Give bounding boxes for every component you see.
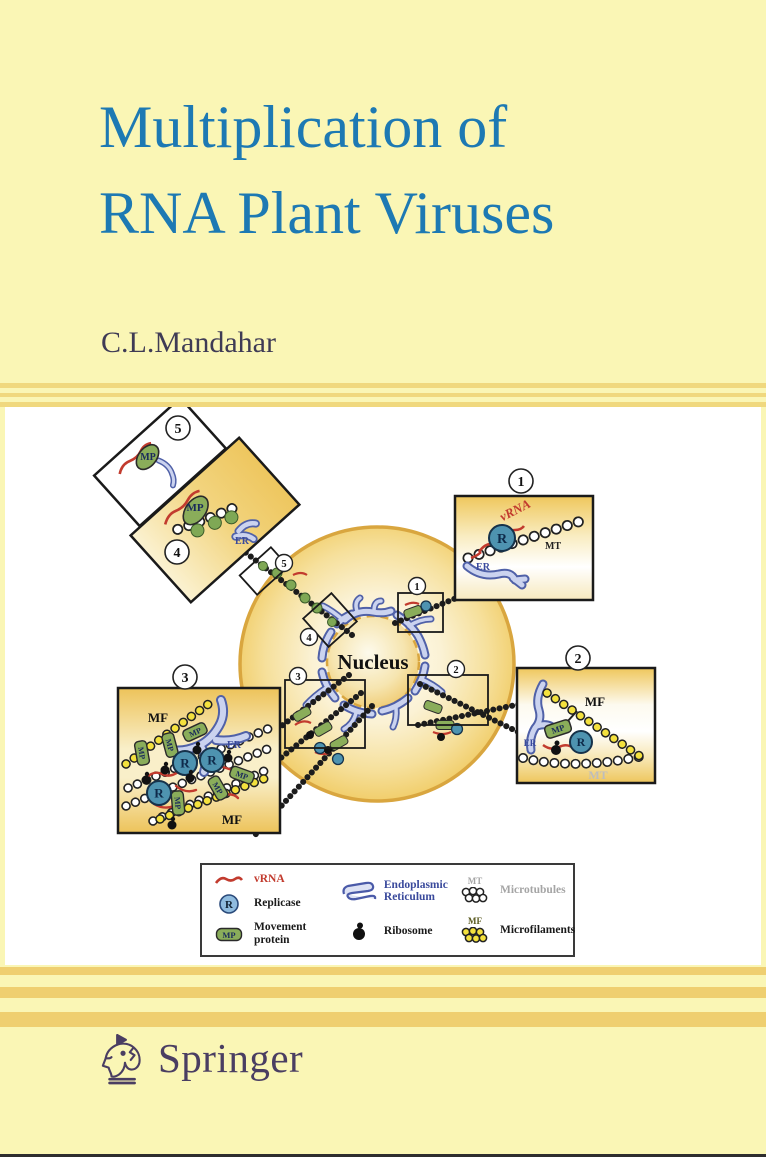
svg-text:5: 5 [175, 422, 182, 437]
svg-text:R: R [225, 899, 234, 911]
mf-abbr: MF [468, 916, 482, 926]
detail-panel-1: R vRNA ER MT [453, 494, 595, 602]
publisher-name: Springer [158, 1035, 304, 1081]
legend-row-movement-protein: MP Movement protein [204, 921, 332, 946]
mt-label: MT [545, 541, 561, 552]
svg-text:R: R [180, 756, 190, 771]
bottom-edge-rule [0, 1154, 766, 1157]
title-line-2: RNA Plant Viruses [99, 180, 555, 246]
svg-text:2: 2 [453, 665, 458, 676]
legend-replicase-label: Replicase [254, 897, 301, 910]
er-label: ER [476, 562, 491, 573]
legend-er-label: Endoplasmic Reticulum [383, 878, 448, 904]
legend-ribosome-label: Ribosome [383, 924, 433, 937]
mp-label: MP [186, 502, 203, 514]
svg-text:MP: MP [164, 738, 176, 752]
svg-text:1: 1 [414, 582, 419, 593]
svg-text:MP: MP [172, 796, 182, 809]
movement-protein-icon [135, 443, 160, 471]
svg-text:R: R [577, 735, 586, 749]
mt-label: MT [588, 768, 607, 782]
mf-label: MF [148, 710, 168, 725]
springer-horse-icon [101, 1033, 141, 1085]
callout-numbers: 1 2 3 4 5 1 2 3 4 5 [164, 415, 591, 690]
detail-panel-2: MP R MF ER MT [515, 666, 657, 785]
legend-row-ribosome: Ribosome [334, 921, 448, 941]
svg-text:R: R [207, 753, 217, 768]
svg-text:2: 2 [575, 652, 582, 667]
mp-label: MP [140, 452, 156, 463]
diagram-legend: vRNA R Replicase MP Movement protein [200, 863, 575, 957]
movement-protein-icon: MP [204, 927, 254, 942]
legend-row-microtubules: MT Microtubules [450, 877, 573, 903]
movement-protein-icon: MP [543, 719, 573, 739]
ribosome-icon [334, 921, 384, 941]
replicase-icon [488, 524, 516, 552]
legend-row-microfilaments: MF Microfilaments [450, 917, 576, 943]
replicase-icon [569, 730, 593, 754]
ribosome-icon [551, 745, 561, 755]
er-label: ER [235, 536, 250, 547]
replicase-icons: R R R [146, 747, 225, 806]
ribosome-icons [141, 741, 233, 830]
er-label: ER [524, 738, 537, 748]
vrna-squiggle-icon [204, 874, 254, 886]
svg-text:3: 3 [182, 671, 189, 686]
microfilaments-icon: MF [450, 917, 500, 943]
legend-row-vrna: vRNA [204, 873, 332, 886]
svg-text:1: 1 [518, 475, 525, 490]
svg-text:5: 5 [281, 559, 286, 570]
svg-text:MP: MP [136, 746, 147, 760]
legend-microtubules-label: Microtubules [500, 883, 566, 896]
decorative-stripes-top [0, 383, 766, 407]
er-label: ER [227, 740, 242, 751]
mf-label: MF [585, 694, 605, 709]
movement-protein-icons: MP MP MP MP MP MP [133, 722, 255, 816]
diagram-panel: Nucleus [5, 396, 761, 965]
svg-text:3: 3 [295, 672, 300, 683]
detail-panel-3: MP MP MP MP MP MP R R R [116, 686, 282, 835]
publisher-logo: Springer [100, 1032, 303, 1086]
legend-microfilaments-label: Microfilaments [500, 923, 576, 936]
movement-protein-icon [182, 495, 209, 526]
replicase-label: R [497, 532, 508, 547]
title-line-1: Multiplication of [99, 94, 508, 160]
callout-box-2 [407, 674, 489, 726]
microtubules-icon: MT [450, 877, 500, 903]
author-name: C.L.Mandahar [101, 326, 276, 359]
endoplasmic-reticulum-icon [334, 880, 384, 902]
svg-text:MP: MP [222, 930, 235, 940]
legend-row-er: Endoplasmic Reticulum [334, 879, 448, 904]
svg-text:R: R [154, 786, 164, 801]
svg-text:MP: MP [234, 769, 249, 782]
svg-text:4: 4 [306, 633, 312, 644]
callout-box-3 [284, 679, 366, 749]
svg-text:4: 4 [174, 546, 181, 561]
mf-label: MF [222, 812, 242, 827]
book-title: Multiplication of RNA Plant Viruses [99, 84, 719, 256]
svg-text:MP: MP [550, 722, 566, 736]
detail-panel-5 [92, 396, 228, 528]
legend-movement-protein-label: Movement protein [254, 921, 307, 946]
nucleus-label: Nucleus [337, 650, 408, 674]
legend-row-replicase: R Replicase [204, 893, 332, 915]
mt-abbr: MT [467, 876, 483, 886]
cell-diagram: Nucleus [92, 396, 657, 838]
chain-decorations [258, 561, 464, 766]
decorative-stripes-bottom [0, 967, 766, 1027]
legend-vrna-label: vRNA [254, 873, 285, 886]
replicase-icon: R [204, 893, 254, 915]
